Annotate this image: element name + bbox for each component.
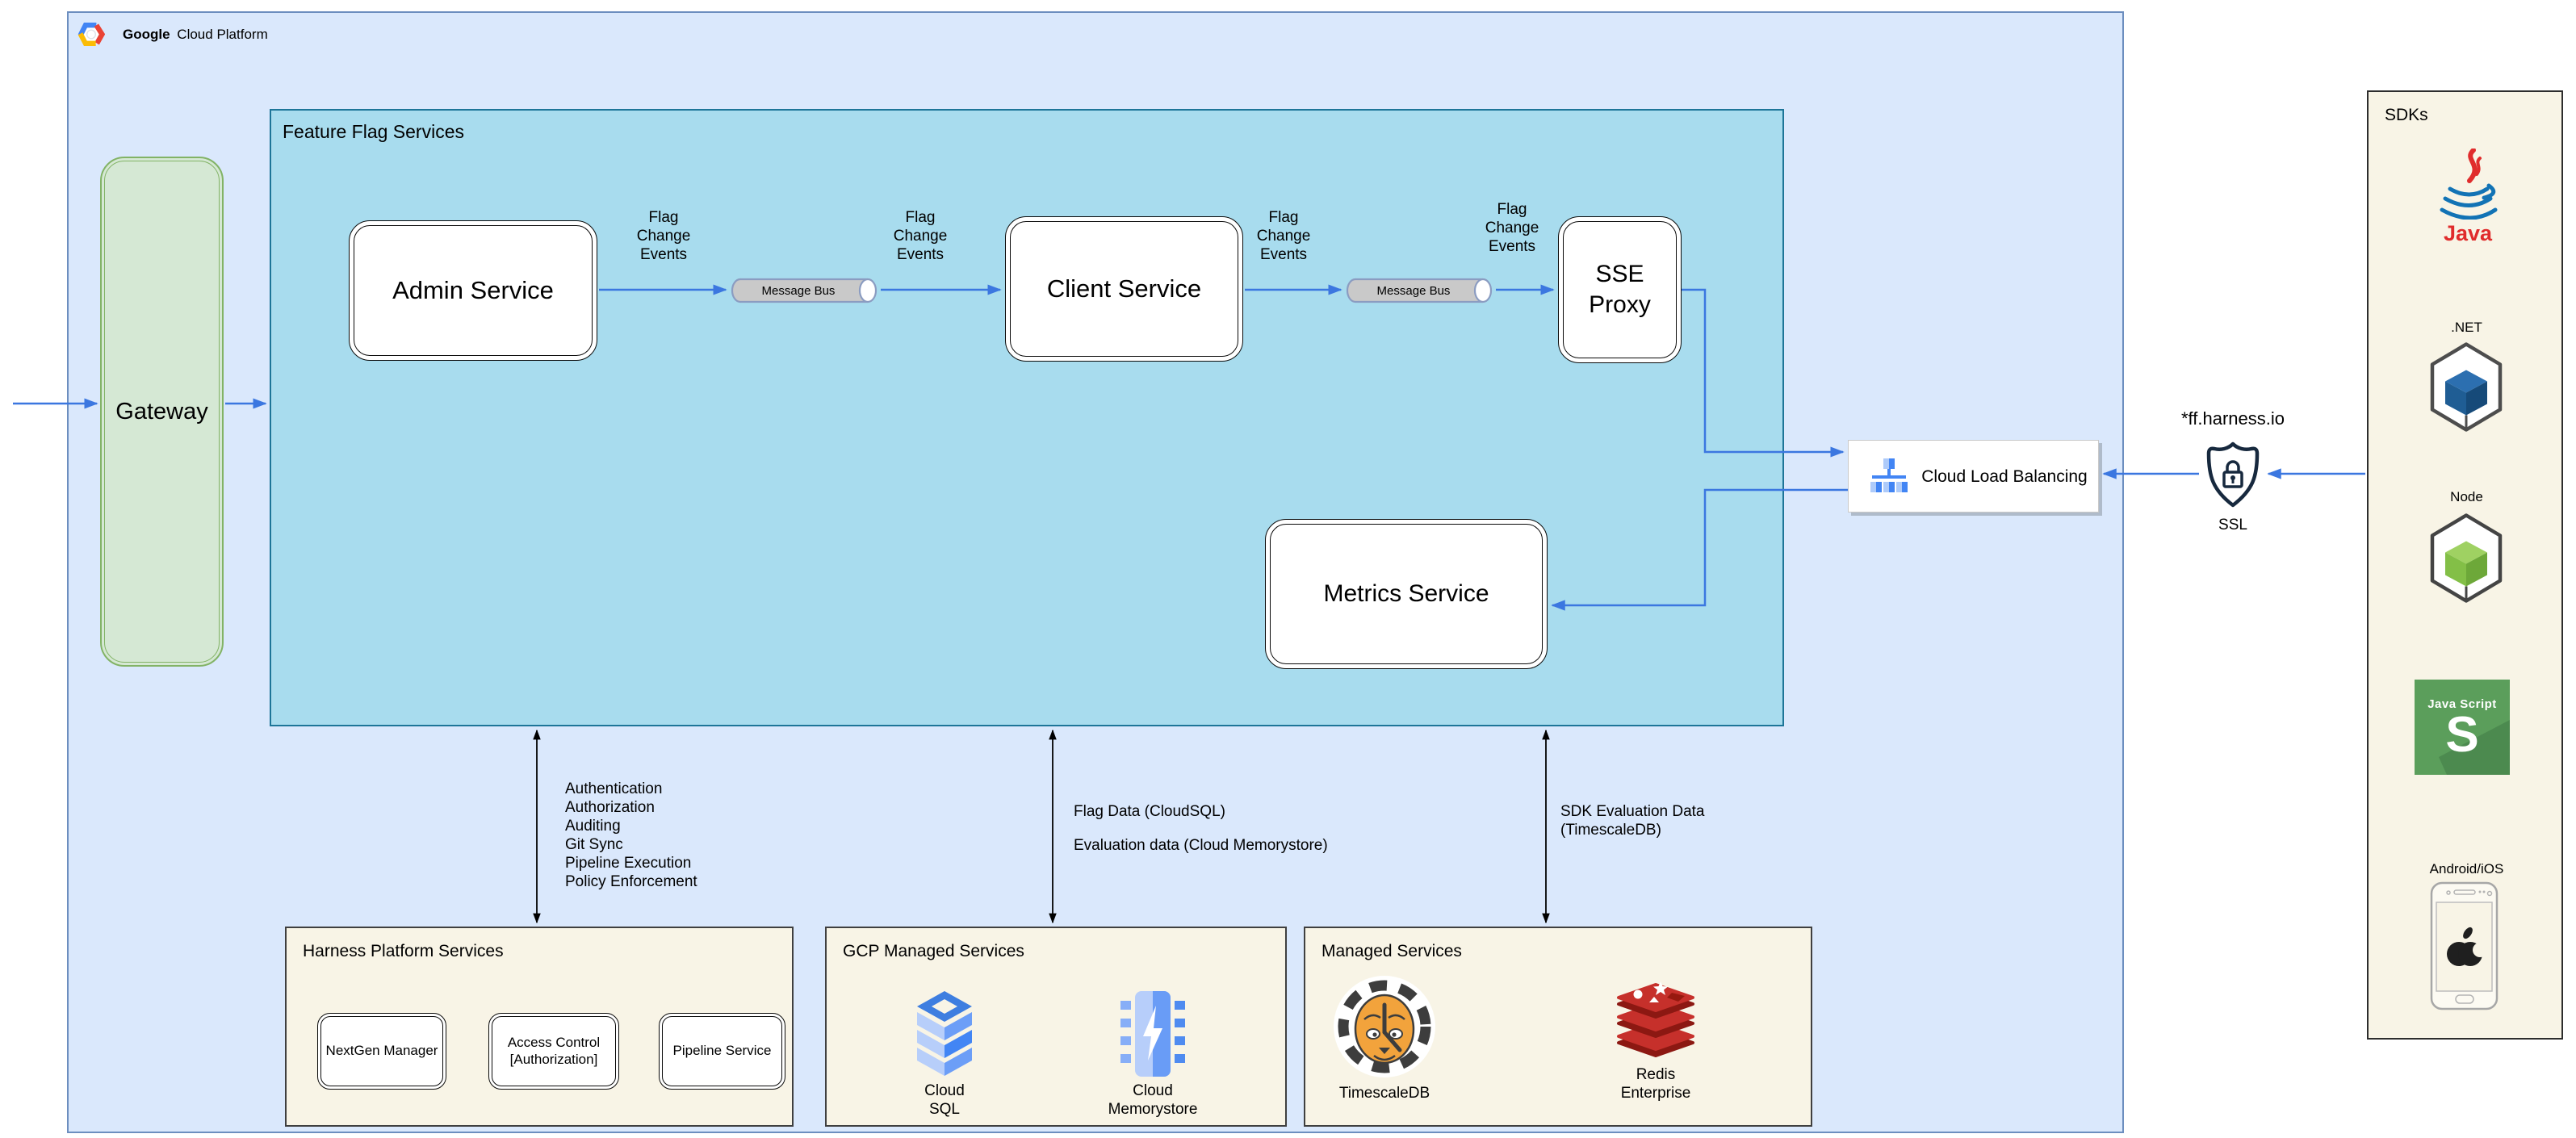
flag-change-events-label-4: Flag Change Events	[1485, 201, 1539, 255]
harness-platform-services-title: Harness Platform Services	[303, 942, 504, 960]
managed-services-container: Managed Services TimescaleDB	[1304, 927, 1812, 1127]
admin-service-node: Admin Service	[349, 220, 597, 361]
mobile-phone-apple-icon	[2430, 881, 2499, 1010]
flag-data-label: Flag Data (CloudSQL)	[1074, 803, 1225, 820]
java-icon: Java	[2425, 149, 2511, 245]
redis-enterprise-label: Redis Enterprise	[1620, 1066, 1691, 1102]
access-control-label: Access Control [Authorization]	[507, 1035, 601, 1067]
pipeline-service-node: Pipeline Service	[659, 1013, 785, 1090]
cloud-load-balancing-label: Cloud Load Balancing	[1921, 467, 2088, 486]
sdks-container: SDKs Java .NET Node	[2367, 90, 2563, 1040]
javascript-badge-title: Java Script	[2427, 697, 2497, 711]
brand-cloud-platform: Cloud Platform	[177, 27, 268, 42]
node-cube-icon	[2426, 512, 2507, 605]
java-caption: Java	[2443, 221, 2493, 245]
dotnet-cube-icon	[2426, 341, 2507, 433]
node-label: Node	[2450, 489, 2483, 504]
gcp-header-title: Google Cloud Platform	[123, 27, 268, 43]
harness-capabilities-label: Authentication Authorization Auditing Gi…	[565, 780, 697, 890]
harness-domain-label: *ff.harness.io	[2180, 408, 2285, 429]
feature-flag-services-title: Feature Flag Services	[283, 121, 464, 142]
ssl-label: SSL	[2218, 517, 2247, 533]
javascript-badge-icon: Java Script S	[2415, 680, 2510, 775]
gateway-label: Gateway	[115, 398, 208, 425]
evaluation-data-label: Evaluation data (Cloud Memorystore)	[1074, 837, 1328, 854]
cloud-sql-icon	[914, 989, 975, 1078]
cloud-load-balancing-node: Cloud Load Balancing	[1848, 440, 2099, 513]
gcp-managed-services-title: GCP Managed Services	[843, 942, 1024, 960]
metrics-service-label: Metrics Service	[1323, 580, 1489, 607]
ssl-shield-lock-icon	[2202, 439, 2264, 510]
cloud-memorystore-icon	[1119, 989, 1187, 1078]
brand-google: Google	[123, 27, 170, 42]
message-bus-2: Message Bus	[1346, 278, 1493, 303]
sse-proxy-node: SSE Proxy	[1558, 216, 1682, 363]
cylinder-icon	[1346, 278, 1493, 303]
gcp-managed-services-container: GCP Managed Services Cloud SQL Clo	[825, 927, 1287, 1127]
managed-services-title: Managed Services	[1322, 942, 1462, 960]
access-control-node: Access Control [Authorization]	[488, 1013, 619, 1090]
timescaledb-label: TimescaleDB	[1338, 1085, 1430, 1102]
gateway-node: Gateway	[100, 157, 224, 667]
mobile-label: Android/iOS	[2429, 861, 2504, 877]
pipeline-service-label: Pipeline Service	[672, 1043, 772, 1059]
sdks-title: SDKs	[2385, 106, 2428, 124]
flag-change-events-label-3: Flag Change Events	[1256, 209, 1311, 263]
nextgen-manager-node: NextGen Manager	[317, 1013, 446, 1090]
cloud-memorystore-label: Cloud Memorystore	[1108, 1082, 1198, 1118]
message-bus-2-label: Message Bus	[1376, 283, 1451, 298]
javascript-badge-letter: S	[2445, 707, 2479, 763]
gcp-logo-icon	[77, 22, 105, 47]
sse-proxy-label: SSE Proxy	[1589, 261, 1651, 318]
sdk-evaluation-data-label: SDK Evaluation Data (TimescaleDB)	[1560, 803, 1705, 839]
load-balancer-icon	[1866, 457, 1912, 496]
cylinder-icon	[731, 278, 878, 303]
harness-platform-services-container: Harness Platform Services NextGen Manage…	[285, 927, 794, 1127]
client-service-node: Client Service	[1005, 216, 1243, 362]
timescaledb-tiger-icon	[1332, 974, 1437, 1079]
nextgen-manager-label: NextGen Manager	[325, 1043, 438, 1059]
message-bus-1-label: Message Bus	[761, 283, 836, 298]
redis-icon	[1611, 977, 1701, 1057]
dotnet-label: .NET	[2451, 320, 2482, 335]
message-bus-1: Message Bus	[731, 278, 878, 303]
admin-service-label: Admin Service	[392, 276, 554, 305]
metrics-service-node: Metrics Service	[1265, 519, 1548, 669]
cloud-sql-label: Cloud SQL	[924, 1082, 965, 1118]
flag-change-events-label-1: Flag Change Events	[636, 209, 691, 263]
flag-change-events-label-2: Flag Change Events	[893, 209, 948, 263]
client-service-label: Client Service	[1046, 274, 1202, 303]
